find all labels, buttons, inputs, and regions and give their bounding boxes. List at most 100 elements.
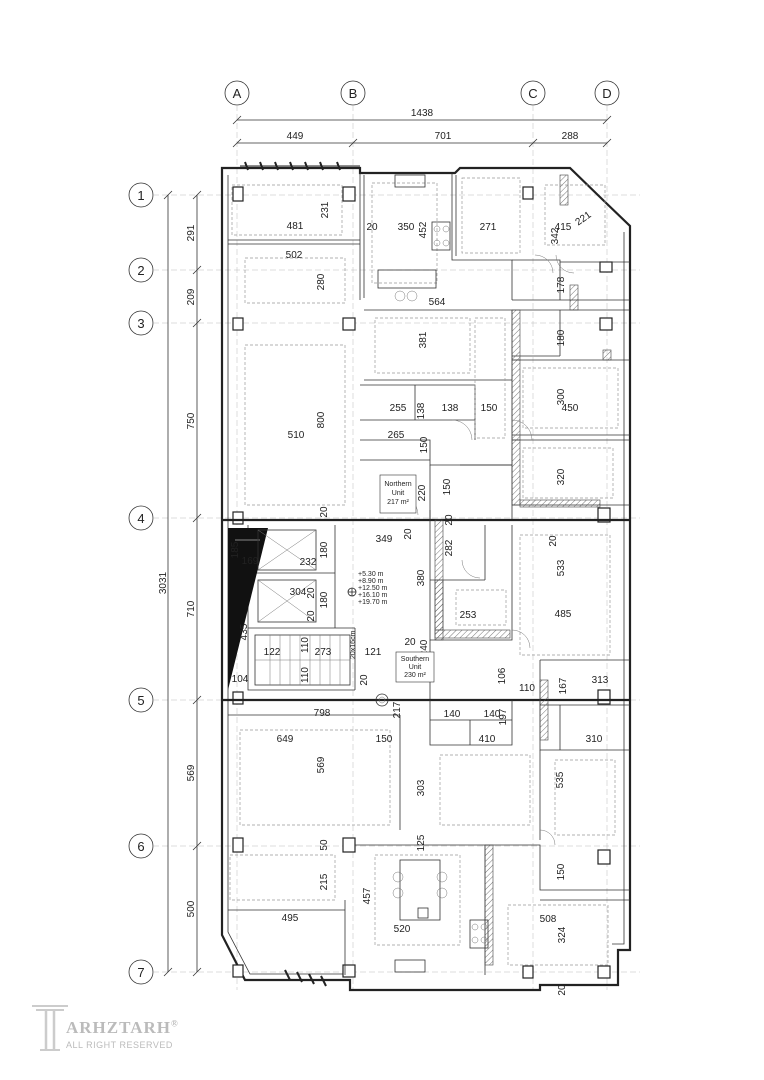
- dim-20g: 20: [306, 610, 317, 622]
- grid-bubbles: A B C D 1 2 3 4 5 6 7: [128, 80, 620, 985]
- dim-271: 271: [480, 222, 497, 233]
- dim-110b: 110: [300, 667, 311, 683]
- dim-180b: 180: [319, 541, 330, 558]
- grid-label-a: A: [233, 86, 242, 101]
- svg-text:217 m²: 217 m²: [387, 499, 409, 506]
- dim-20h: 20: [404, 637, 416, 648]
- dim-217: 217: [392, 701, 403, 718]
- dim-180c: 180: [319, 591, 330, 608]
- brand-logo-icon: [32, 1005, 68, 1051]
- dim-350: 350: [398, 222, 415, 233]
- dim-255: 255: [390, 403, 407, 414]
- dim-138a: 138: [416, 402, 427, 419]
- south-window-marks: [284, 969, 327, 987]
- dim-150e: 150: [556, 863, 567, 880]
- svg-text:Southern: Southern: [401, 656, 430, 663]
- dim-169: 169: [242, 556, 259, 567]
- dim-20f: 20: [306, 587, 317, 599]
- dim-535: 535: [555, 771, 566, 788]
- dim-450: 450: [562, 403, 579, 414]
- furniture-outlines: [229, 177, 619, 966]
- dim-106: 106: [497, 667, 508, 684]
- grid-label-2: 2: [137, 263, 144, 278]
- dim-122: 122: [264, 647, 281, 658]
- dim-569: 569: [316, 756, 327, 773]
- dim-508: 508: [540, 914, 557, 925]
- dim-324: 324: [557, 926, 568, 943]
- svg-text:Northern: Northern: [384, 481, 411, 488]
- dim-20b: 20: [319, 506, 330, 518]
- dim-232: 232: [300, 557, 317, 568]
- dim-282: 282: [444, 539, 455, 556]
- dim-481: 481: [287, 221, 304, 232]
- dim-r67: 500: [186, 900, 197, 917]
- brand-tagline: ALL RIGHT RESERVED: [66, 1040, 173, 1050]
- dim-220: 220: [417, 484, 428, 501]
- room-dimensions: 481 231 20 350 452 271 415 342 221 502 2…: [230, 201, 609, 995]
- grid-label-3: 3: [137, 316, 144, 331]
- svg-text:+5.30 m: +5.30 m: [358, 571, 384, 578]
- grid-label-1: 1: [137, 188, 144, 203]
- level-notes: +5.30 m +8.90 m +12.50 m +16.10 m +19.70…: [350, 571, 388, 659]
- dim-110a: 110: [300, 637, 311, 653]
- dim-r45: 710: [186, 600, 197, 617]
- svg-text:+16.10 m: +16.10 m: [358, 592, 388, 599]
- top-dimensions: 1438 449 701 288: [232, 108, 612, 148]
- grid-lines: [153, 105, 640, 990]
- interior-walls: [222, 173, 630, 975]
- dim-300: 300: [556, 388, 567, 405]
- dim-415: 415: [555, 222, 572, 233]
- dim-520: 520: [394, 924, 411, 935]
- dim-r34: 750: [186, 412, 197, 429]
- dim-20i: 20: [359, 674, 370, 686]
- dim-273: 273: [315, 647, 332, 658]
- southern-unit-label: Southern Unit 230 m²: [395, 651, 435, 683]
- dim-313: 313: [592, 675, 609, 686]
- dim-178: 178: [556, 276, 567, 293]
- dim-20e: 20: [548, 535, 559, 547]
- elevator-shafts: [257, 529, 317, 623]
- dim-150b: 150: [419, 436, 430, 453]
- dim-20c: 20: [403, 528, 414, 540]
- hatched-walls: [434, 174, 612, 966]
- dim-215: 215: [319, 873, 330, 890]
- dim-502: 502: [286, 250, 303, 261]
- dim-485: 485: [555, 609, 572, 620]
- dim-125: 125: [416, 834, 427, 851]
- dim-381: 381: [418, 331, 429, 348]
- grid-label-c: C: [528, 86, 537, 101]
- dim-320: 320: [556, 468, 567, 485]
- dim-104: 104: [232, 674, 249, 685]
- dim-649: 649: [277, 734, 294, 745]
- dim-140b: 140: [484, 709, 501, 720]
- dim-304: 304: [290, 587, 307, 598]
- dim-240: 240: [419, 639, 430, 656]
- dim-265: 265: [388, 430, 405, 441]
- dim-20d: 20: [444, 514, 455, 526]
- dim-r56: 569: [186, 764, 197, 781]
- dim-cd: 288: [562, 131, 579, 142]
- dim-342: 342: [550, 227, 561, 244]
- dim-452: 452: [418, 221, 429, 238]
- north-window-marks: [240, 161, 360, 171]
- dim-overall-width: 1438: [411, 108, 434, 119]
- dim-20j: 20: [557, 984, 568, 996]
- grid-label-5: 5: [137, 693, 144, 708]
- dim-180a: 180: [556, 329, 567, 346]
- dim-310: 310: [586, 734, 603, 745]
- dim-533: 533: [556, 559, 567, 576]
- dim-510: 510: [288, 430, 305, 441]
- dim-221: 221: [574, 209, 594, 228]
- grid-label-4: 4: [137, 511, 144, 526]
- grid-label-d: D: [602, 86, 611, 101]
- grid-label-b: B: [349, 86, 358, 101]
- dim-150a: 150: [481, 403, 498, 414]
- dim-ab: 449: [287, 131, 304, 142]
- dim-231: 231: [320, 201, 331, 218]
- dim-349: 349: [376, 534, 393, 545]
- svg-text:230 m²: 230 m²: [404, 672, 426, 679]
- dim-197: 197: [498, 708, 509, 725]
- dim-800: 800: [316, 411, 327, 428]
- brand-name: ARHZTARH®: [66, 1018, 179, 1037]
- dim-280: 280: [316, 273, 327, 290]
